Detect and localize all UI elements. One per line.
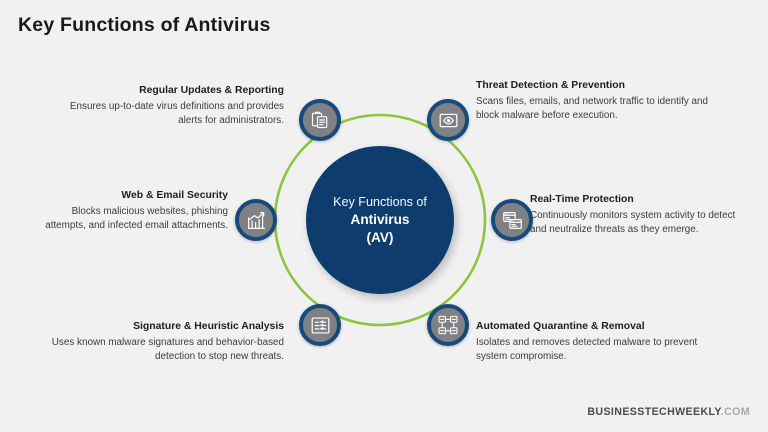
block-web-email-security: Web & Email Security Blocks malicious we…	[36, 189, 228, 233]
block-description: Scans files, emails, and network traffic…	[476, 96, 708, 122]
block-title: Web & Email Security	[121, 190, 228, 201]
checklist-document-icon	[310, 315, 331, 336]
bar-chart-growth-icon	[246, 210, 267, 231]
block-title: Signature & Heuristic Analysis	[133, 321, 284, 332]
eye-scan-monitor-icon	[438, 110, 459, 131]
footer-brand-name: BUSINESSTECHWEEKLY	[587, 406, 721, 418]
node-regular-updates-reporting[interactable]	[299, 99, 341, 141]
block-title: Regular Updates & Reporting	[139, 85, 284, 96]
block-description: Blocks malicious websites, phishing atte…	[45, 206, 228, 232]
footer-brand-logo: BUSINESSTECHWEEKLY.COM	[587, 406, 750, 418]
network-nodes-icon	[437, 314, 459, 336]
browser-windows-icon	[502, 210, 523, 231]
clipboard-report-icon	[310, 110, 330, 130]
block-real-time-protection: Real-Time Protection Continuously monito…	[530, 193, 742, 237]
block-automated-quarantine-removal: Automated Quarantine & Removal Isolates …	[476, 320, 716, 364]
node-web-email-security[interactable]	[235, 199, 277, 241]
block-signature-heuristic-analysis: Signature & Heuristic Analysis Uses know…	[22, 320, 284, 364]
block-description: Uses known malware signatures and behavi…	[51, 337, 284, 363]
block-title: Automated Quarantine & Removal	[476, 321, 645, 332]
center-circle: Key Functions of Antivirus (AV)	[306, 146, 454, 294]
block-title: Threat Detection & Prevention	[476, 80, 625, 91]
center-line-3: (AV)	[366, 229, 394, 245]
node-signature-heuristic-analysis[interactable]	[299, 304, 341, 346]
block-threat-detection-prevention: Threat Detection & Prevention Scans file…	[476, 79, 714, 123]
block-description: Ensures up-to-date virus definitions and…	[69, 101, 284, 127]
node-threat-detection-prevention[interactable]	[427, 99, 469, 141]
center-line-2: Antivirus	[350, 211, 410, 227]
block-title: Real-Time Protection	[530, 194, 634, 205]
block-description: Continuously monitors system activity to…	[530, 210, 736, 236]
page-title: Key Functions of Antivirus	[18, 14, 271, 36]
node-automated-quarantine-removal[interactable]	[427, 304, 469, 346]
footer-brand-tld: .COM	[720, 406, 750, 418]
block-regular-updates-reporting: Regular Updates & Reporting Ensures up-t…	[46, 84, 284, 128]
node-real-time-protection[interactable]	[491, 199, 533, 241]
center-line-1: Key Functions of	[333, 194, 427, 209]
block-description: Isolates and removes detected malware to…	[476, 337, 698, 363]
